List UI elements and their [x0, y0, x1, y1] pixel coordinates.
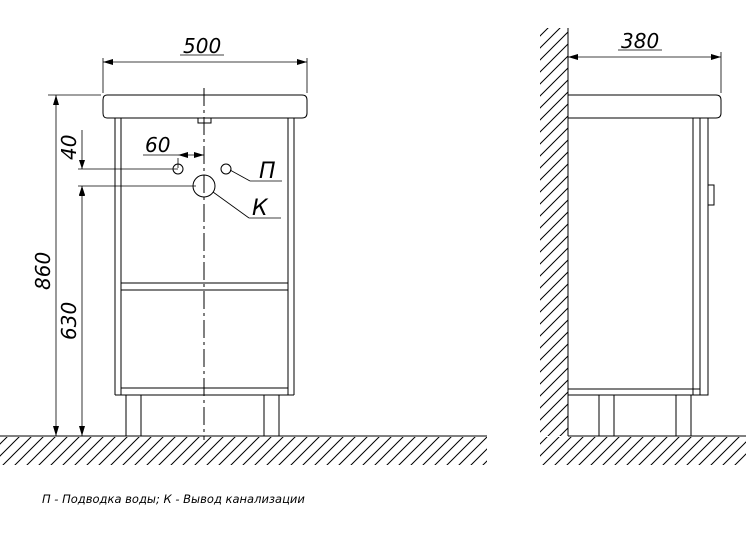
floor-front — [0, 435, 487, 465]
side-view: 380 — [540, 28, 746, 465]
countertop-front — [102, 94, 308, 119]
label-drain: К — [252, 196, 269, 221]
leg-left — [125, 394, 142, 437]
dimension-height-860: 860 — [31, 94, 120, 437]
dim-860: 860 — [31, 252, 55, 290]
dim-630: 630 — [57, 302, 81, 340]
leg-side-front — [675, 394, 692, 437]
dim-40: 40 — [57, 135, 81, 160]
dim-60: 60 — [145, 133, 170, 157]
legend-text: П - Подводка воды; К - Вывод канализации — [42, 492, 305, 506]
leg-side-back — [598, 394, 615, 437]
front-view: 500 860 630 40 60 — [0, 34, 487, 465]
drain-outlet — [192, 174, 216, 198]
water-inlet-left — [172, 163, 184, 175]
label-water-leader: П — [229, 159, 282, 184]
dimension-offset-60: 60 — [143, 133, 204, 168]
dim-500: 500 — [183, 34, 221, 58]
dim-380: 380 — [621, 29, 659, 53]
cabinet-front — [114, 118, 295, 396]
dimension-offset-40: 40 — [57, 130, 178, 195]
label-water: П — [259, 159, 276, 184]
wall — [540, 28, 569, 436]
floor-side — [540, 435, 746, 465]
dimension-height-630: 630 — [57, 185, 196, 436]
water-inlet-right — [220, 163, 232, 175]
label-drain-leader: К — [212, 191, 281, 221]
countertop-side — [567, 94, 722, 119]
dimension-depth-side: 380 — [568, 29, 722, 93]
dimension-width-front: 500 — [102, 34, 308, 93]
leg-right — [263, 394, 280, 437]
cabinet-side — [568, 117, 709, 396]
handle-side — [708, 184, 715, 206]
shelf — [120, 282, 289, 291]
